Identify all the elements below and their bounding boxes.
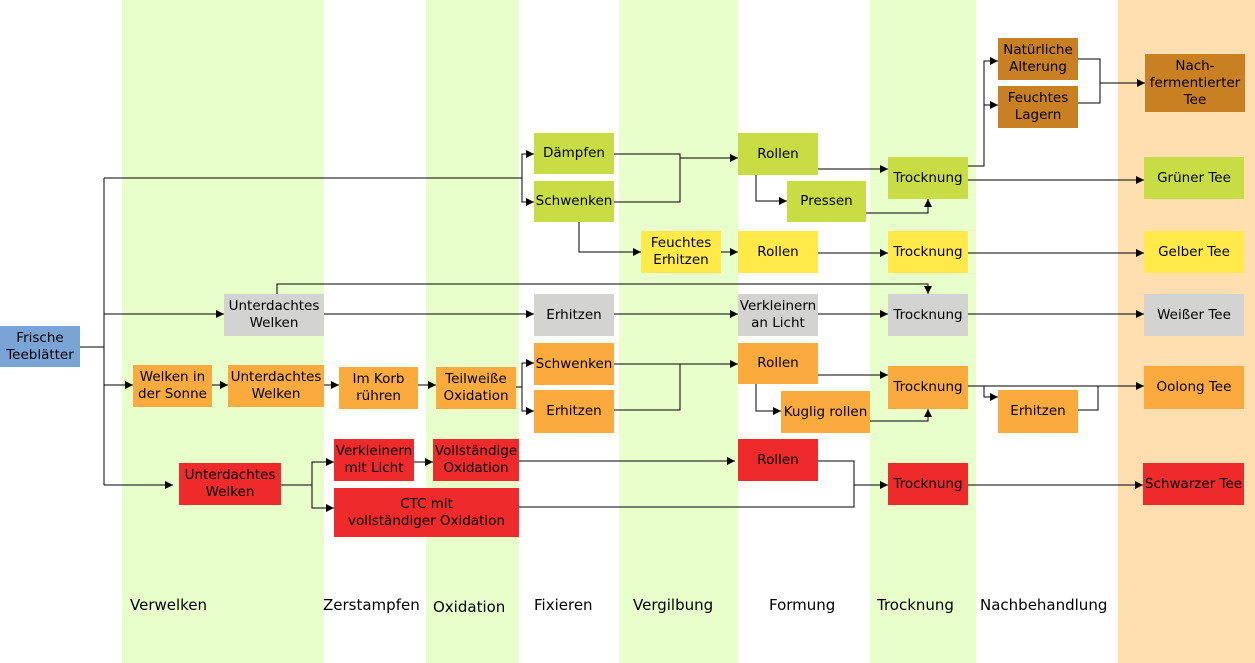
node-rollen-oolong: Rollen [738,343,818,384]
stage-label-nachbehandlung: Nachbehandlung [980,596,1108,614]
node-verkleinern-mit-licht: Verkleinern mit Licht [334,439,414,481]
link-rollen-trocknung-schwarz [818,460,888,489]
node-schwarzer-tee: Schwarzer Tee [1143,463,1244,505]
node-natuerliche-alterung: Natürliche Alterung [998,38,1078,80]
link-alterung-nachferment [1078,58,1145,87]
stage-label-zerstampfen: Zerstampfen [323,596,420,614]
link-erhitzen-nach-oolong [1078,386,1099,411]
node-erhitzen-weiss: Erhitzen [534,294,614,336]
node-unterdachtes-welken-schwarz: Unterdachtes Welken [179,463,281,505]
node-trocknung-oolong: Trocknung [888,366,968,409]
band-oxidation [426,0,519,663]
node-verkleinern-an-licht: Verkleinern an Licht [738,294,818,336]
node-schwenken-gruen: Schwenken [534,181,614,222]
link-ctc-trocknung [519,485,855,508]
node-feuchtes-lagern: Feuchtes Lagern [998,86,1078,128]
node-rollen-schwarz: Rollen [738,439,818,481]
link-erhitzen-rollen-oolong [614,364,681,411]
node-weisser-tee: Weißer Tee [1144,294,1244,336]
link-rollen-pressen [755,175,787,205]
stage-label-fixieren: Fixieren [534,596,593,614]
link-schwenken-feuchtes-erhitzen [578,222,641,256]
node-nachfermentierter-tee: Nach- fermentierter Tee [1145,54,1245,112]
node-im-korb-ruehren: Im Korb rühren [339,367,418,409]
stage-label-oxidation: Oxidation [433,598,506,616]
link-to-verkleinern-licht [311,458,334,485]
node-teilweise-oxidation: Teilweiße Oxidation [436,367,516,409]
link-to-natuerliche-alterung [968,57,998,167]
node-trocknung-weiss: Trocknung [888,294,968,336]
node-rollen-gruen: Rollen [738,133,818,175]
link-daempfen-rollen [614,153,738,162]
node-gruener-tee: Grüner Tee [1144,157,1244,199]
node-frische-teeblaetter: Frische Teeblätter [0,326,80,367]
link-lagern-nachferment [1078,83,1101,104]
node-unterdachtes-welken-weiss: Unterdachtes Welken [224,294,324,336]
stage-label-trocknung: Trocknung [877,596,954,614]
link-to-daempfen [104,150,534,179]
stage-label-formung: Formung [769,596,836,614]
node-trocknung-schwarz: Trocknung [888,463,968,505]
node-daempfen: Dämpfen [534,133,614,174]
stage-label-verwelken: Verwelken [130,596,208,614]
link-rollen-kuglig [755,384,781,415]
node-oolong-tee: Oolong Tee [1144,366,1244,409]
node-pressen: Pressen [787,181,866,222]
node-rollen-gelb: Rollen [738,231,818,273]
link-to-erhitzen-oolong [521,387,534,415]
link-to-schwenken-oolong [521,359,534,387]
stage-label-vergilbung: Vergilbung [633,596,714,614]
node-feuchtes-erhitzen: Feuchtes Erhitzen [641,231,721,273]
node-kuglig-rollen: Kuglig rollen [781,391,870,433]
node-erhitzen-oolong: Erhitzen [534,390,614,433]
link-pressen-trocknung [866,199,932,214]
band-vergilbung [619,0,738,663]
node-gelber-tee: Gelber Tee [1144,231,1244,273]
node-unterdachtes-welken-oolong: Unterdachtes Welken [228,365,324,407]
node-erhitzen-nach: Erhitzen [998,390,1078,433]
link-schwenken-rollen [614,158,681,203]
node-ctc: CTC mit vollständiger Oxidation [334,488,519,537]
link-to-ctc [311,485,334,512]
link-welken-skip-trocknung [276,283,932,294]
node-schwenken-oolong: Schwenken [534,343,614,385]
node-trocknung-gelb: Trocknung [888,231,968,273]
link-kuglig-trocknung [870,409,932,422]
link-to-schwenken [521,178,534,206]
node-vollstaendige-oxidation: Vollständige Oxidation [433,439,519,481]
node-trocknung-gruen: Trocknung [888,157,968,199]
link-trocknung-erhitzen-nach [983,386,998,401]
node-welken-in-der-sonne: Welken in der Sonne [133,365,212,407]
